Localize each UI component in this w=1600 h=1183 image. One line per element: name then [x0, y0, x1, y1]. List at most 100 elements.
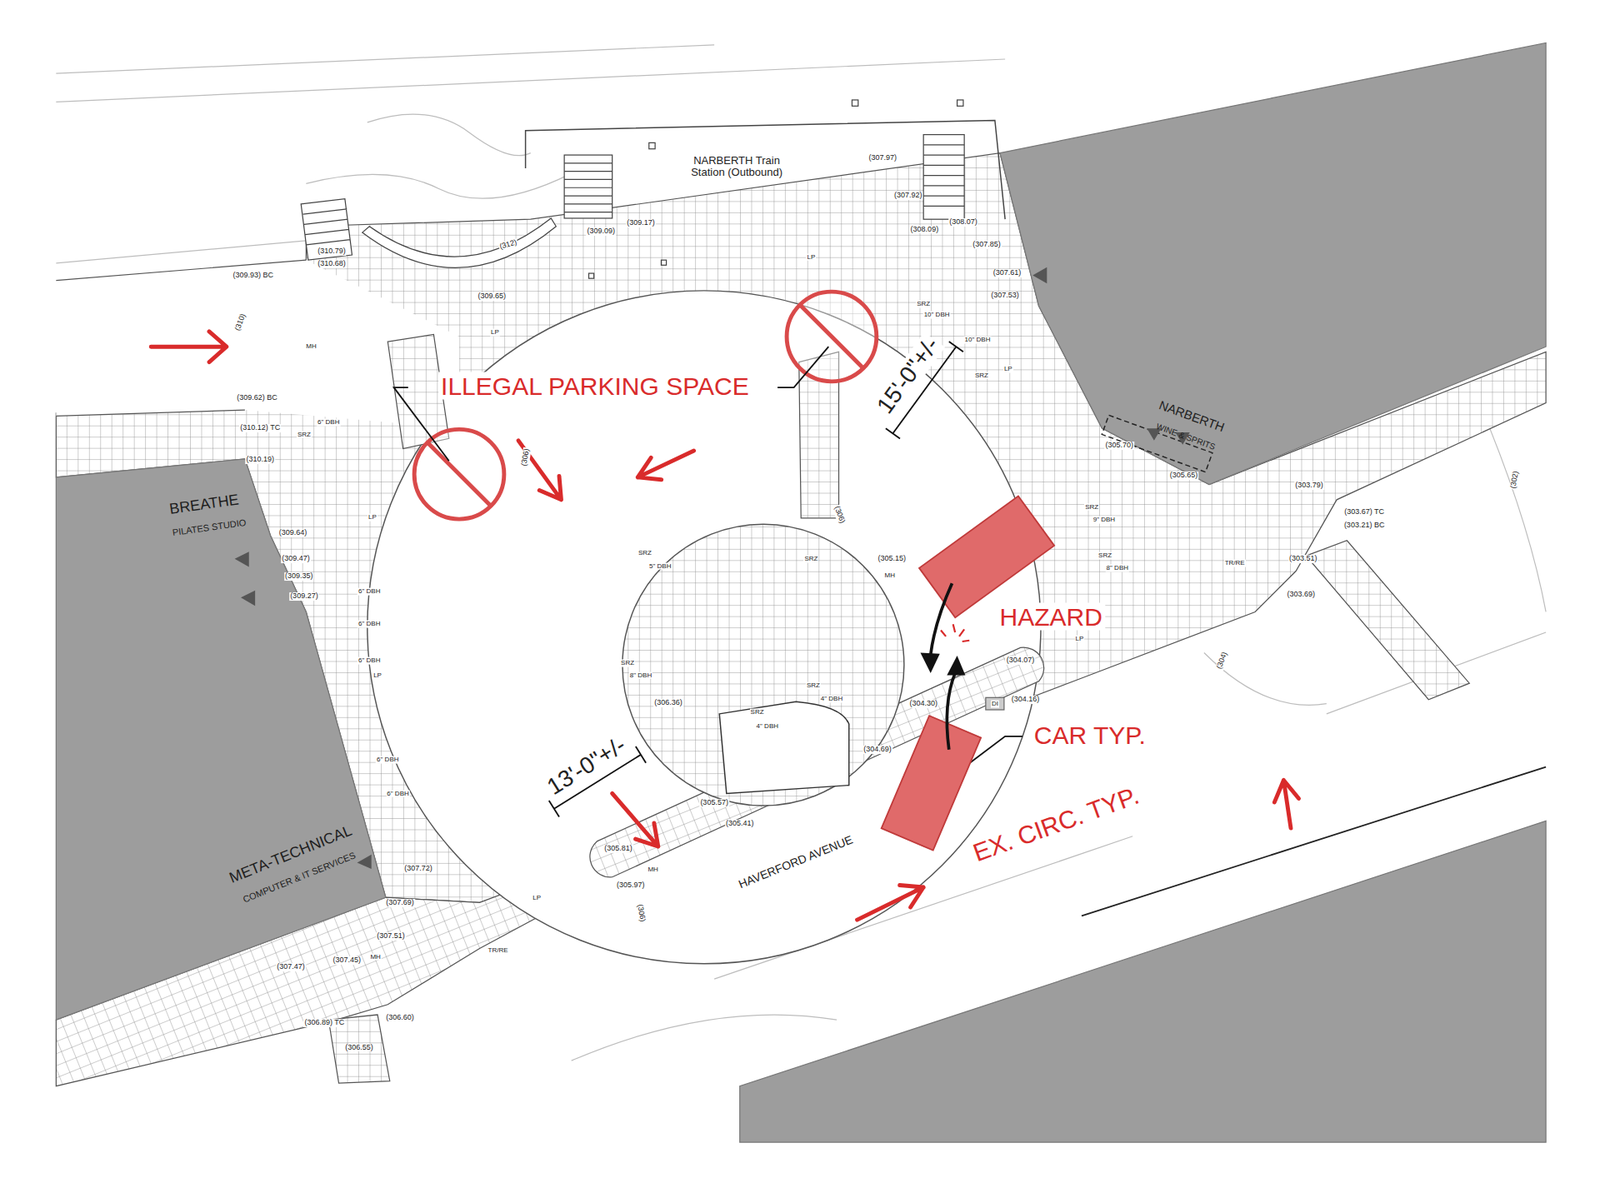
- tree-label: SRZ: [620, 660, 635, 668]
- platform-curve: [362, 218, 557, 268]
- utility-tag: LP: [372, 671, 383, 680]
- tree-label: 10" DBH: [923, 311, 951, 320]
- utility-tag: LP: [367, 513, 378, 521]
- stairs: [300, 135, 965, 261]
- elevation-label: (307.51): [375, 932, 406, 941]
- elevation-label: (307.45): [332, 957, 363, 966]
- elevation-label: (307.61): [992, 269, 1023, 278]
- elevation-label: (309.17): [625, 219, 656, 228]
- utility-tag: TR/RE: [487, 947, 510, 955]
- dimension-label: HAVERFORD AVENUE: [735, 833, 855, 892]
- elevation-label: (303.51): [1288, 555, 1319, 564]
- elevation-label: (309.65): [476, 292, 507, 301]
- tree-label: SRZ: [1097, 552, 1113, 560]
- elevation-label: (312): [497, 238, 519, 252]
- elevation-label: (307.97): [867, 154, 898, 163]
- tree-label: SRZ: [1084, 503, 1100, 511]
- elevation-label: (303.67) TC: [1343, 508, 1385, 517]
- tree-label: SRZ: [296, 430, 312, 439]
- elevation-label: (308.09): [910, 225, 940, 235]
- elevation-label: (307.92): [893, 191, 924, 200]
- tree-label: 6" DBH: [357, 657, 381, 665]
- elevation-label: (309.62) BC: [235, 394, 279, 403]
- driveway: [367, 290, 1041, 965]
- elevation-label: (305.97): [615, 881, 646, 890]
- elevation-label: (306): [635, 903, 647, 924]
- utility-tag: DI: [990, 700, 1000, 708]
- tree-label: 6" DBH: [375, 756, 400, 765]
- elevation-label: (302): [1509, 469, 1521, 490]
- elevation-label: (305.41): [725, 820, 755, 829]
- elevation-label: (310): [233, 311, 248, 333]
- elevation-label: (309.09): [585, 227, 616, 236]
- station-outline: [525, 120, 1006, 220]
- tree-label: 6" DBH: [357, 620, 381, 629]
- elevation-label: (304.07): [1005, 657, 1036, 666]
- tenant-label: BREATHE: [168, 491, 240, 518]
- elevation-label: (310.12) TC: [239, 424, 281, 433]
- elevation-label: (306): [520, 446, 532, 467]
- elevation-label: (307.53): [990, 291, 1020, 300]
- center-island: [622, 524, 905, 806]
- no-parking-sign: [414, 291, 877, 520]
- tree-label: 4" DBH: [820, 695, 844, 703]
- tree-label: 6" DBH: [357, 588, 381, 596]
- dimension-label: 15'-0"+/-: [871, 331, 945, 419]
- curb: [1081, 767, 1546, 917]
- drain-inlet: [985, 697, 1005, 710]
- elevation-label: (304.30): [908, 700, 939, 709]
- tree-label: SRZ: [805, 681, 821, 690]
- elevation-label: (307.72): [403, 865, 434, 874]
- utility-tag: MH: [646, 866, 659, 875]
- flow-arrow: [150, 331, 1299, 920]
- elevation-label: (309.27): [289, 592, 320, 601]
- elevation-label: (310.19): [245, 455, 275, 465]
- elevation-label: (310.68): [316, 260, 347, 269]
- elevation-label: (305.65): [1169, 471, 1200, 480]
- tree-label: SRZ: [803, 555, 819, 564]
- utility-tag: TR/RE: [1224, 560, 1246, 568]
- elevation-label: (305.57): [699, 799, 730, 808]
- utility-tag: MH: [369, 953, 381, 961]
- elevation-label: (305.70): [1104, 441, 1135, 450]
- elevation-label: (309.64): [278, 529, 309, 538]
- utility-tag: MH: [305, 343, 317, 351]
- elevation-label: (307.47): [275, 963, 306, 972]
- elevation-label: (306.60): [385, 1014, 415, 1023]
- elevation-label: (309.47): [280, 555, 311, 564]
- elevation-label: (307.85): [971, 240, 1002, 250]
- utility-tag: LP: [1075, 635, 1085, 643]
- hazard-burst: [940, 624, 970, 642]
- tree-label: SRZ: [915, 300, 931, 308]
- tree-label: 6" DBH: [385, 790, 410, 798]
- elevation-label: (303.79): [1294, 481, 1325, 490]
- car: [881, 495, 1055, 850]
- dimension-label: 13'-0"+/-: [542, 731, 632, 801]
- tree-label: 8" DBH: [1105, 565, 1130, 573]
- callout-label: CAR TYP.: [1031, 720, 1149, 749]
- elevation-label: (304.16): [1010, 695, 1041, 705]
- planter: [719, 701, 850, 794]
- tree-label: 4" DBH: [755, 722, 780, 730]
- elevation-label: (308.07): [948, 218, 979, 227]
- building: [55, 42, 1546, 1143]
- elevation-label: (304.69): [862, 745, 893, 755]
- elevation-label: (304): [1215, 650, 1230, 672]
- callout-label: HAZARD: [997, 602, 1105, 630]
- tree-label: 6" DBH: [316, 419, 340, 427]
- tree-label: 5" DBH: [648, 562, 672, 570]
- entrance-triangle: [235, 267, 1190, 870]
- utility-tag: MH: [884, 571, 896, 580]
- elevation-label: (307.69): [385, 899, 415, 908]
- elevation-label: (309.35): [284, 572, 315, 581]
- utility-tag: LP: [1003, 365, 1014, 374]
- elevation-label: (303.69): [1285, 590, 1316, 600]
- markers: [589, 100, 964, 279]
- tree-label: SRZ: [974, 371, 990, 380]
- elevation-label: (306.89) TC: [303, 1019, 345, 1028]
- elevation-label: (306.36): [653, 699, 684, 708]
- crosswalk: [1305, 540, 1470, 700]
